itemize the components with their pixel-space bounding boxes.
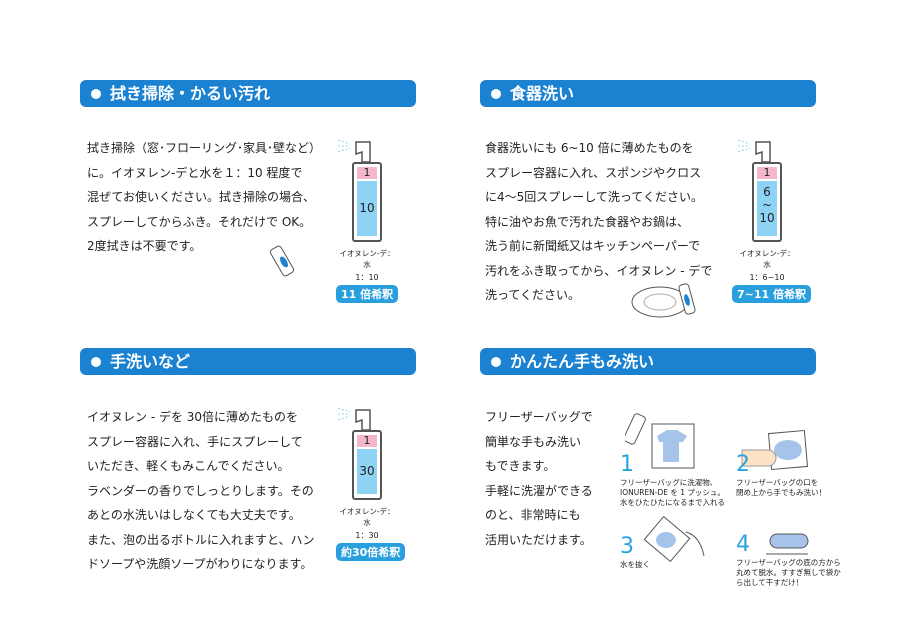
step-text: 水を抜く [620,560,650,569]
section-title: かんたん手もみ洗い [510,352,655,371]
step-text: フリーザーバッグの底の方から 丸めて脱水。すすぎ無しで袋か ら出して干すだけ！ [736,558,841,587]
rolled-bag-illustration [766,533,809,555]
ratio-part-concentrate: 1 [357,167,377,179]
text-line: に。イオヌレン-デと水を１：10 程度で [87,165,303,180]
spray-bottle-7-11x: 1 6 ~ 10 イオヌレン-デ：水 1：6~10 7~11 倍希釈 [732,136,826,303]
ratio-part-concentrate: 1 [357,435,377,447]
ratio-value: 1：10 [355,273,379,282]
text-line: スプレー容器に入れ、スポンジやクロス [485,165,702,180]
bag-with-shirt-illustration [625,413,695,469]
spray-nozzle-icon [336,404,426,431]
text-line: 食器洗いにも 6~10 倍に薄めたものを [485,141,694,155]
section-header-wiping: 拭き掃除・かるい汚れ [80,80,416,107]
text-line: 洗ってください。 [485,288,581,302]
small-spray-bottle-icon [269,245,295,277]
spray-nozzle-icon [336,136,426,163]
dilution-badge: 11 倍希釈 [336,285,399,303]
section-header-laundry: かんたん手もみ洗い [480,348,816,375]
text-line: あとの水洗いはしなくても大丈夫です。 [87,508,301,522]
text-line: 混ぜてお使いください。拭き掃除の場合、 [87,190,316,204]
text-line: 特に油やお魚で汚れた食器やお鍋は、 [485,214,690,229]
text-line: ドソープや洗顔ソープがわりになります。 [87,557,313,571]
hand-massaging-bag-illustration [741,429,809,471]
text-line: フリーザーバッグで [485,410,593,424]
dishes-text: 食器洗いにも 6~10 倍に薄めたものを スプレー容器に入れ、スポンジやクロス … [485,136,712,308]
bullet-icon [91,357,101,367]
text-line: のと、非常時にも [485,508,581,522]
text-line: スプレーしてからふき。それだけで OK。 [87,214,312,229]
bullet-icon [491,357,501,367]
bullet-icon [91,89,101,99]
wiping-text: 拭き掃除（窓･フローリング･家具･壁など） に。イオヌレン-デと水を１：10 程… [87,136,321,259]
spray-bottle-30x: 1 30 イオヌレン-デ：水 1：30 約30倍希釈 [336,404,426,561]
laundry-text: フリーザーバッグで 簡単な手もみ洗い もできます。 手軽に洗濯ができる のと、非… [485,405,593,552]
plate-and-bottle-icon [631,283,696,318]
ratio-label: イオヌレン-デ：水 [739,249,795,269]
ratio-value: 1：30 [355,531,379,540]
section-header-handwash: 手洗いなど [80,348,416,375]
step-text: フリーザーバッグの口を 閉め上から手でもみ洗い！ [736,478,826,497]
step-number: 2 [736,452,750,477]
text-line: いただき、軽くもみこんでください。 [87,459,290,473]
bullet-icon [491,89,501,99]
text-line: 2度拭きは不要です。 [87,239,202,253]
text-line: ラベンダーの香りでしっとりします。その [87,483,314,498]
ratio-label: イオヌレン-デ：水 [339,507,395,527]
text-line: 汚れをふき取ってから、イオヌレン - デで [485,263,713,278]
ratio-part-concentrate: 1 [757,167,777,179]
text-line: 簡単な手もみ洗い [485,434,582,449]
text-line: 活用いただけます。 [485,532,592,547]
text-line: イオヌレン - デを 30倍に薄めたものを [87,410,299,424]
ratio-part-water: 10 [357,181,377,236]
text-line: に4～5回スプレーして洗ってください。 [485,190,703,204]
spray-bottle-11x: 1 10 イオヌレン-デ：水 1：10 11 倍希釈 [336,136,426,303]
step-number: 3 [620,534,634,559]
section-title: 手洗いなど [110,352,191,371]
step-number: 4 [736,532,750,557]
text-line: 洗う前に新聞紙又はキッチンペーパーで [485,239,701,253]
text-line: 拭き掃除（窓･フローリング･家具･壁など） [87,141,322,155]
ratio-part-water: 30 [357,449,377,494]
text-line: また、泡の出るボトルに入れますと、ハン [87,532,315,547]
text-line: スプレー容器に入れ、手にスプレーして [87,434,303,449]
dilution-badge: 7~11 倍希釈 [732,285,812,303]
text-line: 手軽に洗濯ができる [485,483,593,498]
section-title: 拭き掃除・かるい汚れ [110,84,271,103]
spray-nozzle-icon [736,136,826,163]
ratio-label: イオヌレン-デ：水 [339,249,395,269]
dilution-badge: 約30倍希釈 [336,543,406,561]
ratio-value: 1：6~10 [749,273,785,282]
section-title: 食器洗い [510,84,575,103]
ratio-part-water: 6 ~ 10 [757,181,777,236]
step-text: フリーザーバッグに洗濯物、 IONUREN-DE を 1 プッシュ。 水をひたひ… [620,478,725,507]
draining-bag-illustration [643,516,705,563]
text-line: もできます。 [485,459,556,473]
handwash-text: イオヌレン - デを 30倍に薄めたものを スプレー容器に入れ、手にスプレーして… [87,405,315,577]
section-header-dishes: 食器洗い [480,80,816,107]
step-number: 1 [620,452,634,477]
